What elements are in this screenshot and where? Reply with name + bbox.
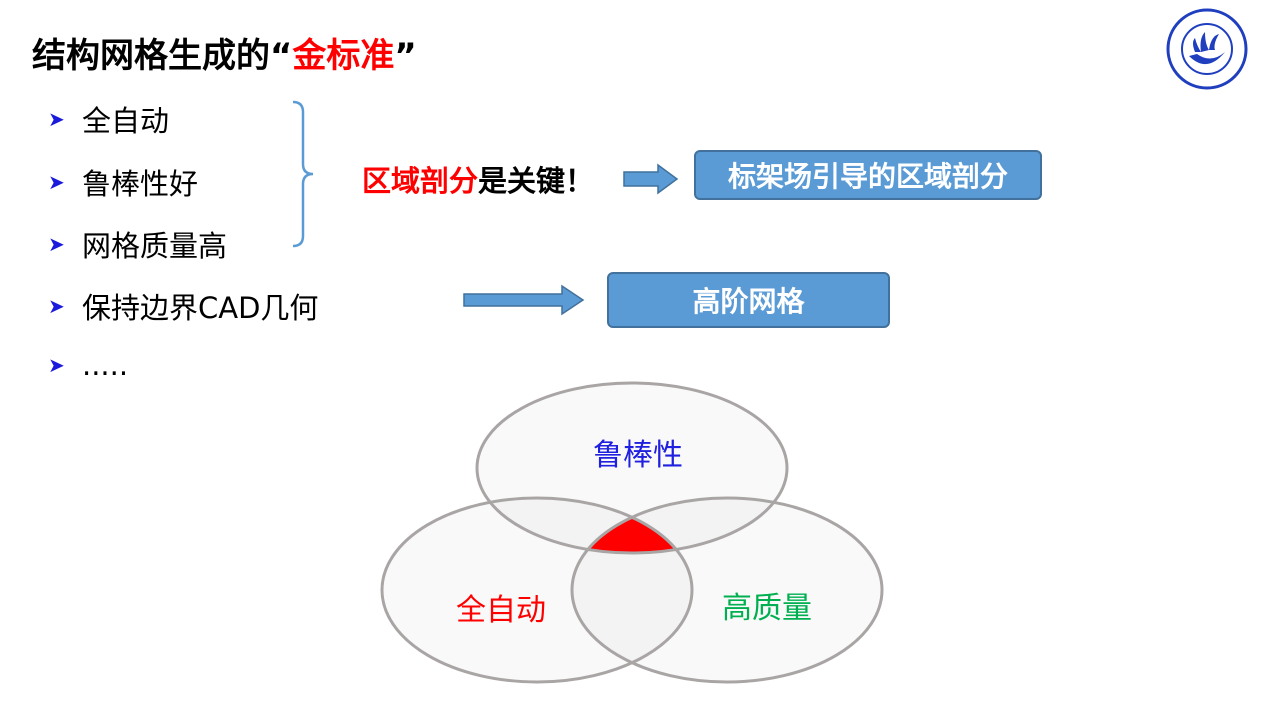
title-text: 结构网格生成的 xyxy=(32,36,270,76)
box-label: 高阶网格 xyxy=(692,285,805,318)
close-quote: ” xyxy=(394,36,417,76)
key-point: 区域剖分是关键！ xyxy=(362,158,594,200)
bullet-item: ➤ 全自动 xyxy=(48,98,169,140)
venn-label-top: 鲁棒性 xyxy=(593,438,683,473)
arrowhead-bullet-icon: ➤ xyxy=(48,170,65,194)
bullet-label: ..... xyxy=(82,348,129,382)
open-quote: “ xyxy=(270,36,293,76)
title-highlight: 金标准 xyxy=(292,36,395,76)
arrowhead-bullet-icon: ➤ xyxy=(48,107,65,131)
arrowhead-bullet-icon: ➤ xyxy=(48,232,65,256)
university-logo xyxy=(1165,8,1249,90)
bullet-label: 全自动 xyxy=(82,104,170,138)
key-rest: 是关键！ xyxy=(478,164,595,198)
high-order-mesh-box: 高阶网格 xyxy=(607,272,890,328)
bullet-item: ➤ 鲁棒性好 xyxy=(48,161,198,203)
key-highlight: 区域剖分 xyxy=(362,164,479,198)
bullet-item: ➤ 保持边界CAD几何 xyxy=(48,285,318,327)
right-arrow-icon xyxy=(623,163,679,195)
bullet-item: ➤..... xyxy=(48,348,128,382)
bullet-item: ➤ 网格质量高 xyxy=(48,223,227,265)
bullet-label: 网格质量高 xyxy=(82,229,228,263)
arrowhead-bullet-icon: ➤ xyxy=(48,353,65,377)
venn-label-left: 全自动 xyxy=(456,593,546,628)
arrowhead-bullet-icon: ➤ xyxy=(48,294,65,318)
right-arrow-icon xyxy=(463,284,585,316)
bullet-label: 鲁棒性好 xyxy=(82,167,199,201)
slide-title: 结构网格生成的“金标准” xyxy=(32,28,417,77)
bullet-label: 保持边界CAD几何 xyxy=(82,291,319,325)
box-label: 标架场引导的区域剖分 xyxy=(727,160,1008,193)
domain-partition-box: 标架场引导的区域剖分 xyxy=(694,150,1042,200)
venn-label-right: 高质量 xyxy=(722,591,812,626)
right-brace xyxy=(292,100,314,248)
